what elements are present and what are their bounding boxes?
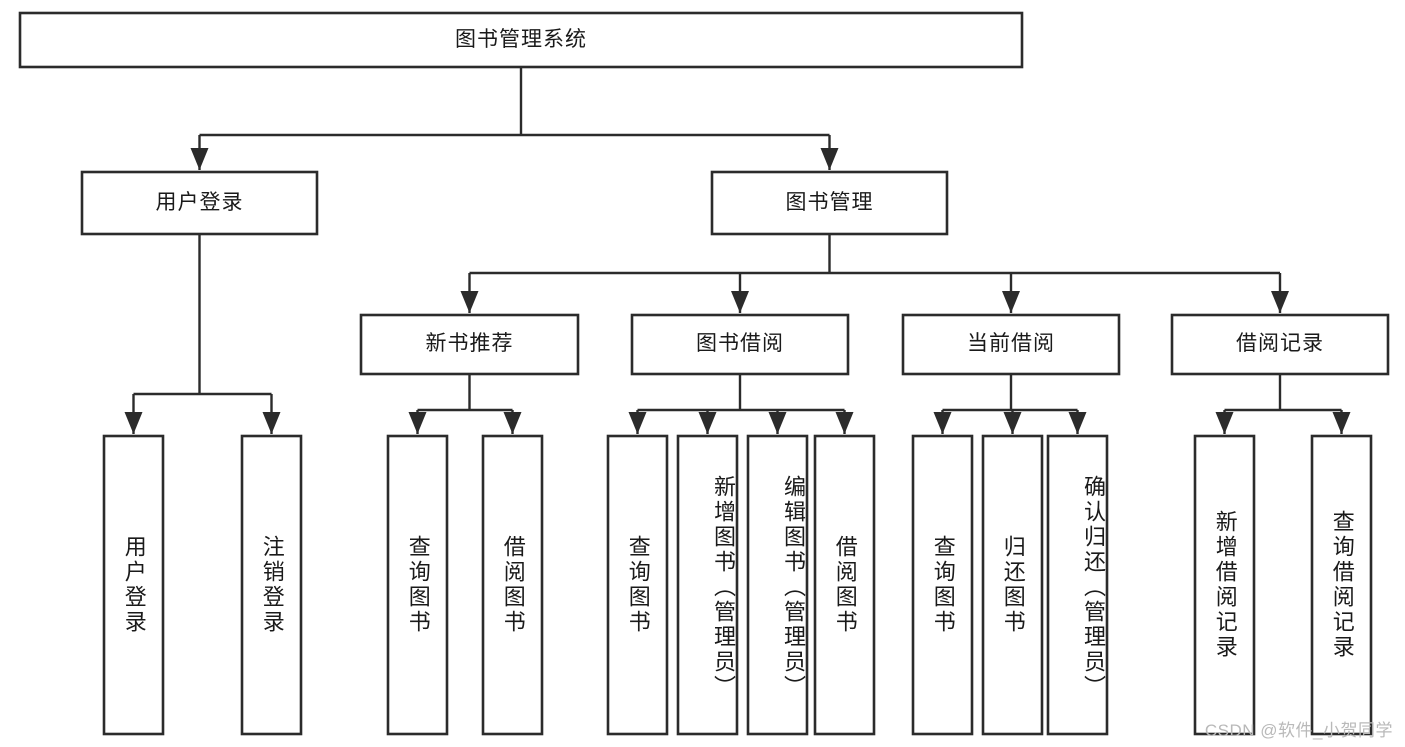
- arrowhead-to-borrow-record: [1271, 291, 1289, 313]
- node-box-new-book-recommend[interactable]: [359, 313, 580, 376]
- arrowhead-to-leaf-query-book-current: [933, 412, 952, 434]
- node-box-leaf-add-borrow-record[interactable]: [1193, 434, 1256, 736]
- node-box-leaf-user-logout[interactable]: [240, 434, 303, 736]
- node-box-leaf-user-login[interactable]: [102, 434, 165, 736]
- node-box-leaf-query-book-rec[interactable]: [386, 434, 449, 736]
- arrowhead-to-leaf-query-book-borrow: [628, 412, 647, 434]
- watermark-text: CSDN @软件_小贺同学: [1204, 721, 1393, 740]
- arrowhead-to-leaf-query-borrow-record: [1332, 412, 1351, 434]
- node-box-leaf-query-borrow-record[interactable]: [1310, 434, 1373, 736]
- arrowhead-to-leaf-add-book-admin: [698, 412, 717, 434]
- node-box-user-login[interactable]: [80, 170, 319, 236]
- arrowhead-to-leaf-borrow-book-rec: [503, 412, 522, 434]
- node-box-layer: [18, 11, 1390, 736]
- node-box-root[interactable]: [18, 11, 1024, 69]
- node-box-book-borrow[interactable]: [630, 313, 850, 376]
- arrowhead-to-leaf-add-borrow-record: [1215, 412, 1234, 434]
- node-box-borrow-record[interactable]: [1170, 313, 1390, 376]
- arrowhead-to-book-borrow: [731, 291, 749, 313]
- arrowhead-to-leaf-user-login: [124, 412, 143, 434]
- arrowhead-to-user-login: [190, 148, 209, 170]
- node-box-leaf-borrow-book-rec[interactable]: [481, 434, 544, 736]
- node-box-leaf-confirm-return-admin[interactable]: [1046, 434, 1109, 736]
- arrowhead-to-leaf-edit-book-admin: [768, 412, 787, 434]
- arrowhead-to-leaf-borrow-book: [835, 412, 854, 434]
- node-box-leaf-query-book-borrow[interactable]: [606, 434, 669, 736]
- node-box-current-borrow[interactable]: [901, 313, 1121, 376]
- node-box-leaf-return-book[interactable]: [981, 434, 1044, 736]
- node-box-leaf-add-book-admin[interactable]: [676, 434, 739, 736]
- node-box-leaf-edit-book-admin[interactable]: [746, 434, 809, 736]
- arrowhead-to-book-manage: [820, 148, 839, 170]
- arrowhead-to-leaf-query-book-rec: [408, 412, 427, 434]
- node-box-leaf-query-book-current[interactable]: [911, 434, 974, 736]
- arrowhead-to-leaf-user-logout: [262, 412, 281, 434]
- arrowhead-to-current-borrow: [1002, 291, 1020, 313]
- arrowhead-to-new-book-recommend: [460, 291, 479, 313]
- connector-layer: [124, 67, 1351, 434]
- node-box-book-manage[interactable]: [710, 170, 949, 236]
- arrowhead-to-leaf-confirm-return-admin: [1068, 412, 1087, 434]
- arrowhead-to-leaf-return-book: [1003, 412, 1022, 434]
- node-box-leaf-borrow-book[interactable]: [813, 434, 876, 736]
